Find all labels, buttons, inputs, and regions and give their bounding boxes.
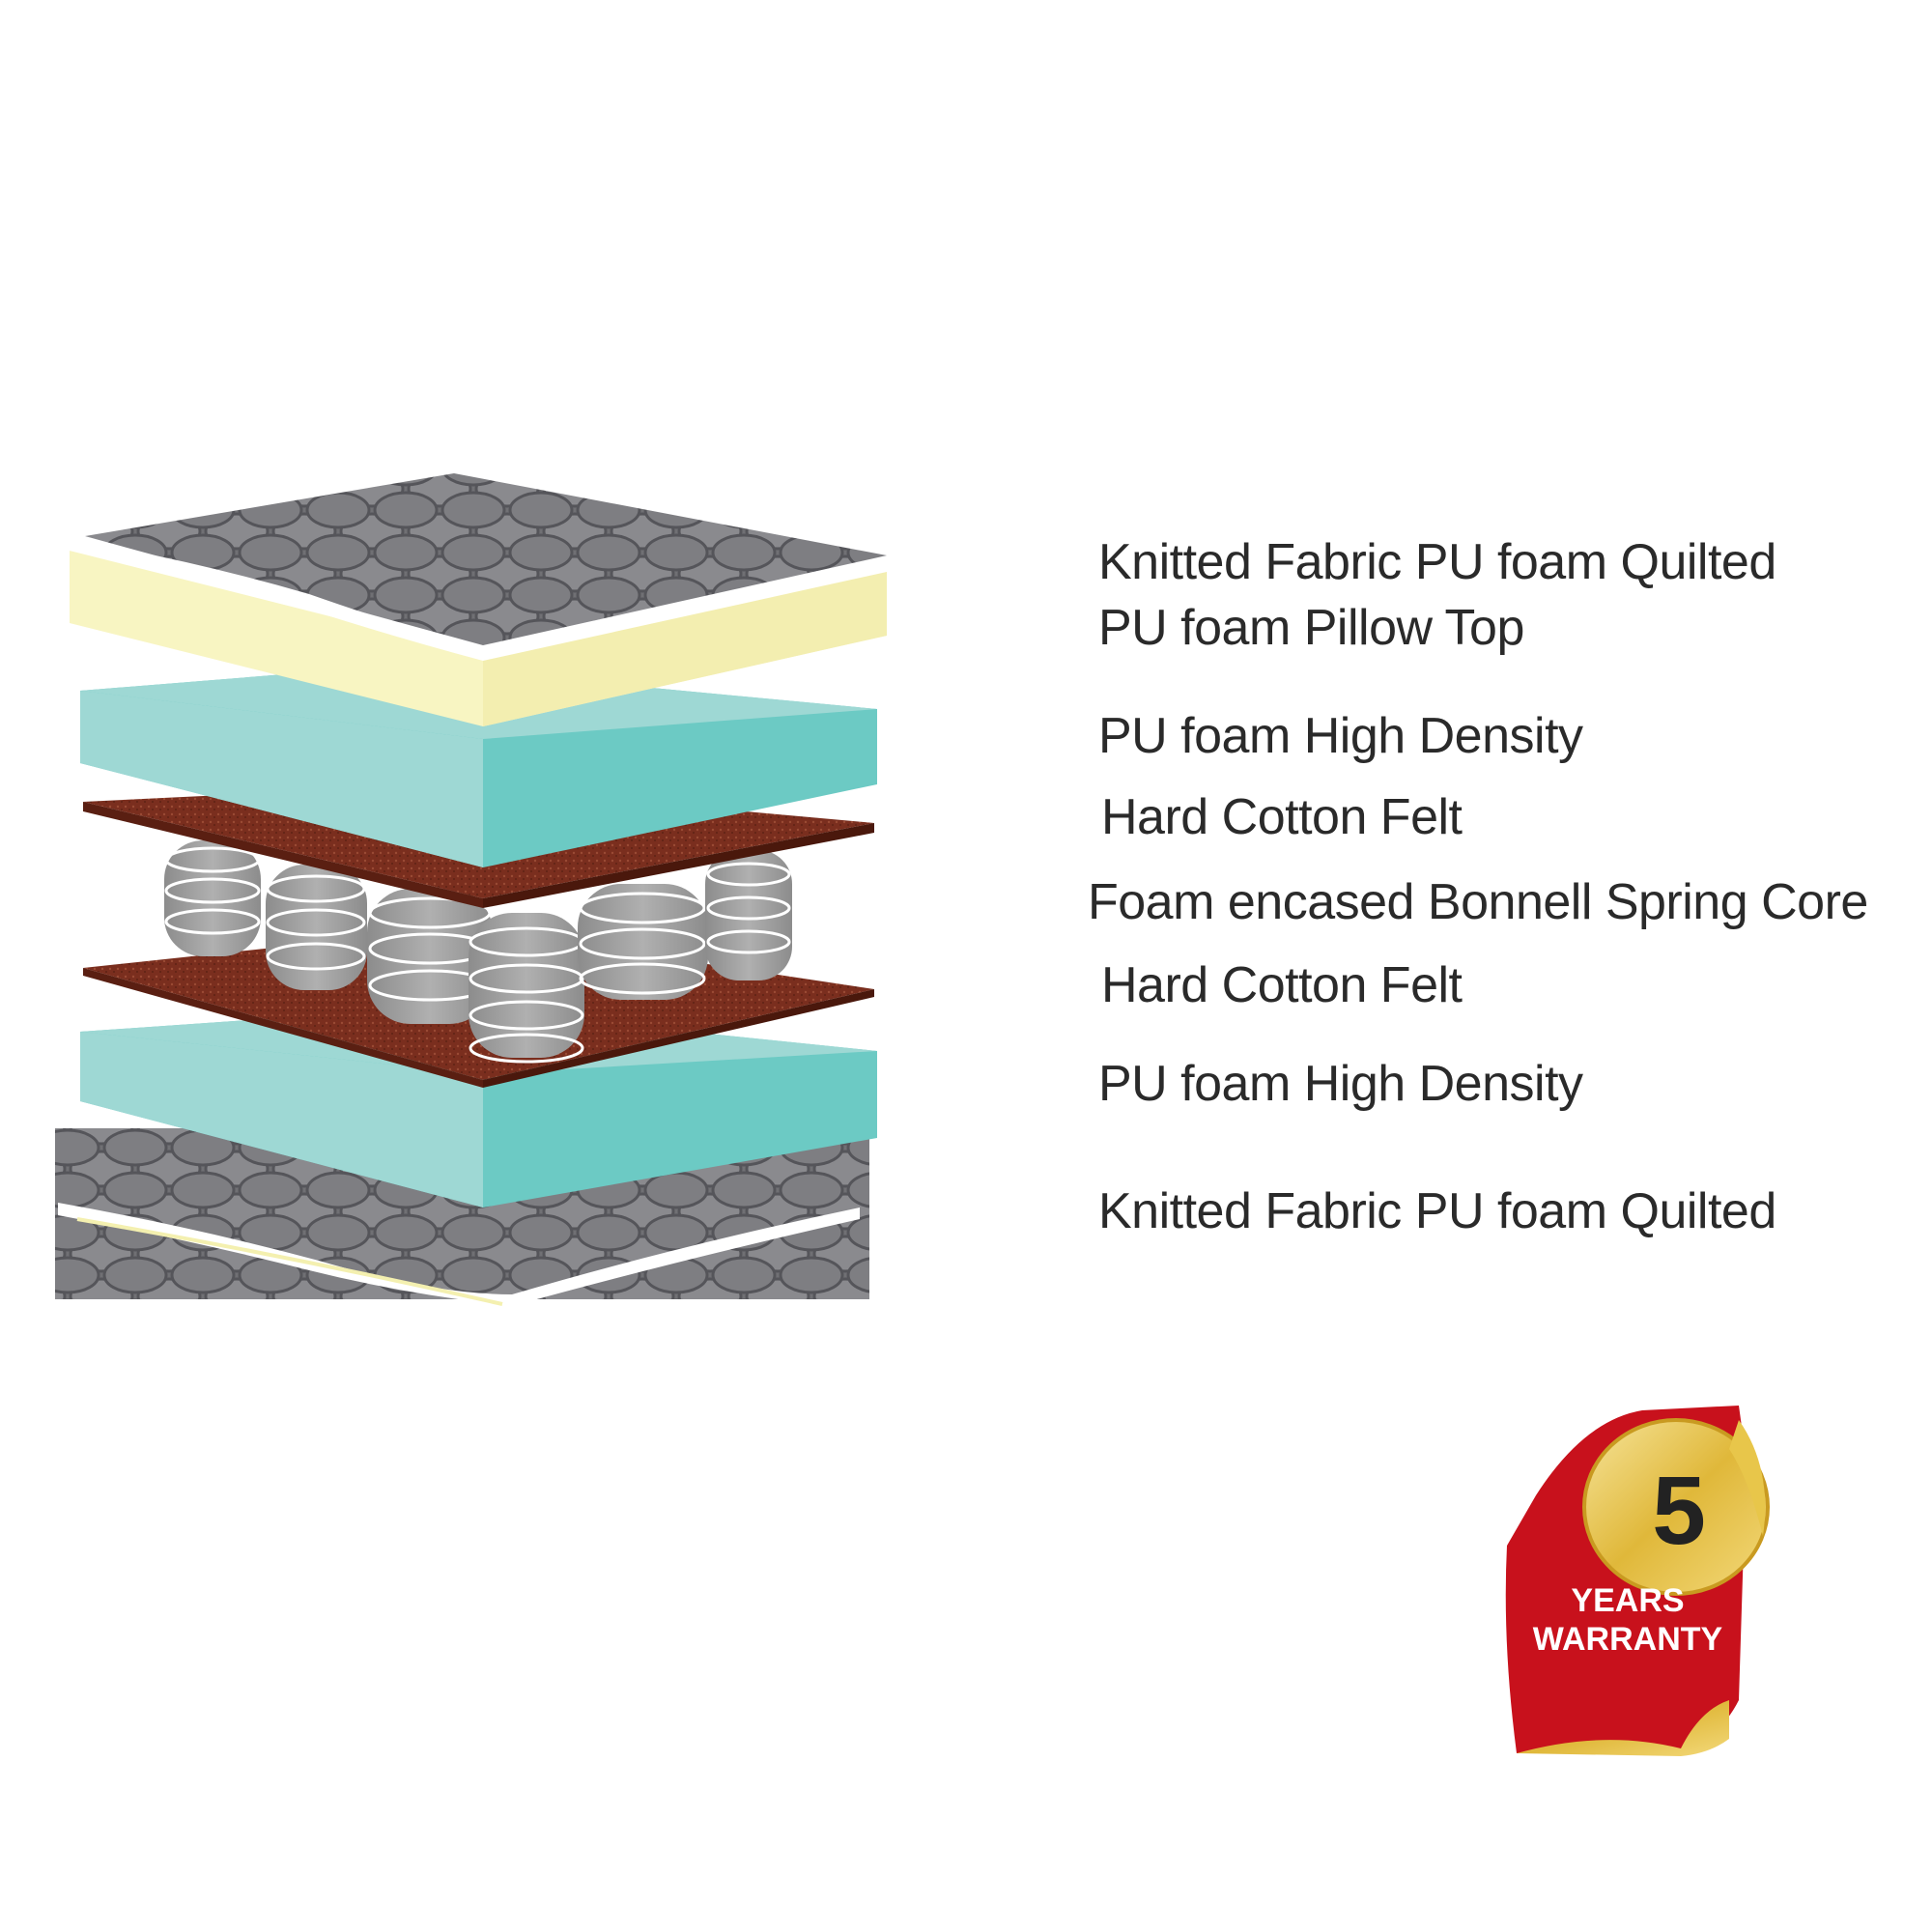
warranty-years: YEARS <box>1571 1582 1684 1619</box>
label-top-foam: PU foam High Density <box>1098 708 1583 764</box>
spring <box>469 913 584 1064</box>
warranty-warranty: WARRANTY <box>1533 1621 1723 1658</box>
spring <box>705 850 792 980</box>
spring <box>266 865 367 990</box>
warranty-badge: 5 YEARS WARRANTY <box>1505 1406 1770 1756</box>
label-spring-core: Foam encased Bonnell Spring Core <box>1088 874 1868 930</box>
label-top-felt: Hard Cotton Felt <box>1101 789 1463 845</box>
spring <box>578 884 708 1000</box>
bonnell-spring-core <box>164 840 792 1064</box>
label-top-fabric-line2: PU foam Pillow Top <box>1098 600 1524 656</box>
spring <box>367 889 493 1024</box>
label-top-fabric-line1: Knitted Fabric PU foam Quilted <box>1098 534 1776 590</box>
top-fabric-layer <box>70 473 887 661</box>
label-bottom-fabric: Knitted Fabric PU foam Quilted <box>1098 1183 1776 1239</box>
label-top-fabric: Knitted Fabric PU foam Quilted PU foam P… <box>1098 529 1776 661</box>
top-foam-layer <box>80 665 877 867</box>
spring <box>164 840 261 956</box>
label-bottom-foam: PU foam High Density <box>1098 1056 1583 1112</box>
warranty-gold-seal <box>1582 1418 1770 1596</box>
label-bottom-felt: Hard Cotton Felt <box>1101 957 1463 1013</box>
warranty-number: 5 <box>1652 1457 1706 1565</box>
pillow-top-layer <box>70 551 887 726</box>
